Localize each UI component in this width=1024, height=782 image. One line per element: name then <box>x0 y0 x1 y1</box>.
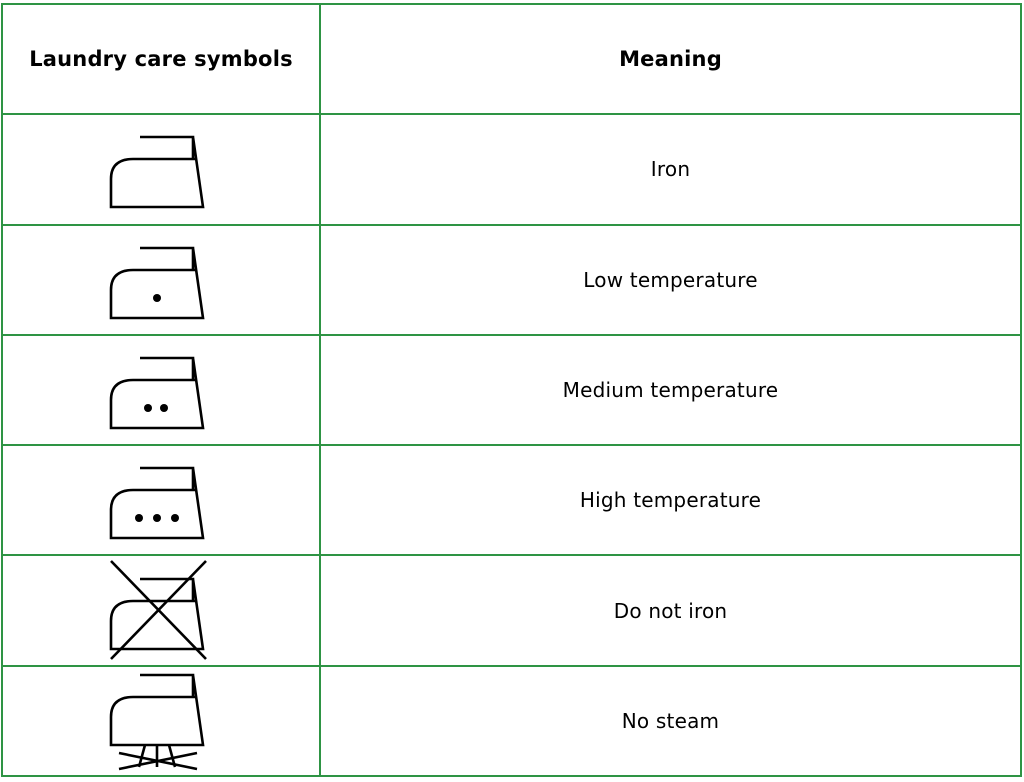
table-row: Low temperature <box>1 223 1022 336</box>
table-row: High temperature <box>1 444 1022 557</box>
header-meaning: Meaning <box>319 2 1022 116</box>
symbol-cell <box>1 554 321 667</box>
iron-no-steam-icon <box>109 673 205 771</box>
meaning-cell: Low temperature <box>319 223 1022 336</box>
symbol-cell <box>1 444 321 557</box>
header-symbols: Laundry care symbols <box>1 2 321 116</box>
meaning-cell: Medium temperature <box>319 333 1022 447</box>
meaning-cell: High temperature <box>319 444 1022 557</box>
iron-two-dots-icon <box>109 356 205 430</box>
symbol-cell <box>1 113 321 226</box>
table-row: Medium temperature <box>1 333 1022 447</box>
iron-crossed-out-icon <box>109 559 207 660</box>
symbol-cell <box>1 664 321 778</box>
table-row: No steam <box>1 664 1022 778</box>
table-header-row: Laundry care symbols Meaning <box>1 2 1022 116</box>
meaning-cell: No steam <box>319 664 1022 778</box>
table-row: Iron <box>1 113 1022 226</box>
symbol-cell <box>1 223 321 336</box>
symbol-cell <box>1 333 321 447</box>
iron-one-dot-icon <box>109 246 205 320</box>
meaning-cell: Do not iron <box>319 554 1022 667</box>
iron-icon <box>109 136 205 209</box>
meaning-cell: Iron <box>319 113 1022 226</box>
iron-three-dots-icon <box>109 466 205 540</box>
table-row: Do not iron <box>1 554 1022 667</box>
